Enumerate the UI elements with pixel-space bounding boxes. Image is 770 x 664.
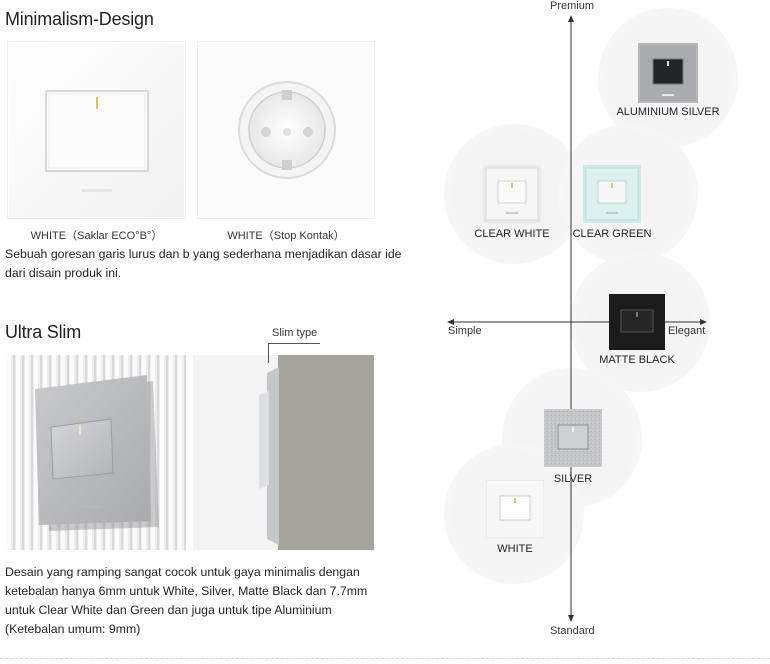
- ultra-slim-description: Desain yang ramping sangat cocok untuk g…: [5, 565, 368, 636]
- slim-profile-image: [193, 355, 374, 550]
- plate-clear-white: [483, 165, 541, 223]
- plate-aluminium-silver: [638, 43, 698, 103]
- clear-white-swatch: [483, 165, 541, 223]
- silver-swatch: [544, 409, 602, 467]
- white-switch-photo: [8, 42, 185, 218]
- footer-divider: [0, 658, 770, 659]
- axis-label-premium: Premium: [550, 0, 595, 12]
- plate-matte-black: [609, 294, 665, 350]
- label-white: WHITE: [497, 543, 533, 555]
- ultra-slim-heading: Ultra Slim: [5, 322, 82, 342]
- axis-label-standard: Standard: [550, 625, 595, 637]
- socket-caption: WHITE（Stop Kontak）: [227, 230, 345, 242]
- plate-clear-green: [583, 165, 641, 223]
- label-silver: SILVER: [553, 473, 593, 485]
- silver-switch-photo: [7, 355, 186, 550]
- socket-image: [199, 43, 373, 217]
- slim-type-callout: Slim type: [272, 327, 318, 339]
- callout-line: [268, 343, 320, 344]
- white-swatch: [485, 479, 545, 539]
- label-clear-white: CLEAR WHITE: [474, 228, 550, 240]
- slim-profile-photo: [193, 355, 374, 550]
- white-switch-caption: WHITE（Saklar ECO°B°）: [30, 230, 163, 242]
- plate-silver: [544, 409, 602, 467]
- axis-label-simple: Simple: [448, 325, 482, 337]
- minimalism-description: Sebuah goresan garis lurus dan b yang se…: [5, 247, 402, 280]
- label-aluminium-silver: ALUMINIUM SILVER: [616, 106, 720, 118]
- silver-switch-image: [7, 355, 186, 550]
- socket-photo: [198, 42, 374, 218]
- label-matte-black: MATTE BLACK: [599, 354, 675, 366]
- white-switch-image: [9, 43, 184, 217]
- axis-label-elegant: Elegant: [668, 325, 706, 337]
- label-clear-green: CLEAR GREEN: [572, 228, 652, 240]
- minimalism-heading: Minimalism-Design: [5, 9, 154, 29]
- matte-black-swatch: [609, 294, 665, 350]
- plate-white: [485, 479, 545, 539]
- callout-leader: [268, 343, 269, 363]
- aluminium-silver-swatch: [638, 43, 698, 103]
- clear-green-swatch: [583, 165, 641, 223]
